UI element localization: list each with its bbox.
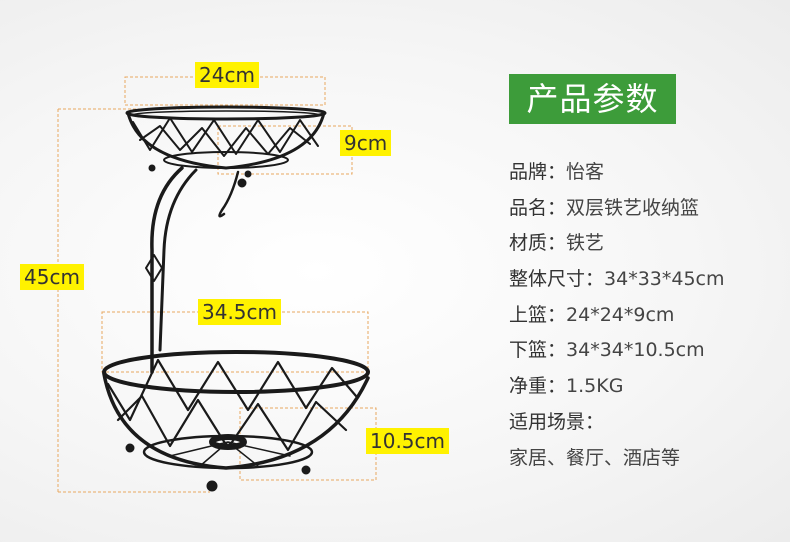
spec-label: 上篮： xyxy=(509,303,567,326)
spec-item: 上篮：24*24*9cm xyxy=(509,298,725,334)
top-width-label: 24cm xyxy=(195,62,259,88)
spec-item: 整体尺寸：34*33*45cm xyxy=(509,262,725,298)
lower-basket-base xyxy=(142,434,314,470)
spec-value: 铁艺 xyxy=(566,232,605,255)
upper-foot-right xyxy=(244,170,252,178)
spec-value: 24*24*9cm xyxy=(566,303,675,326)
spec-label: 净重： xyxy=(509,375,567,398)
lower-basket-zigzag-1 xyxy=(106,358,358,422)
upper-basket-body xyxy=(126,111,326,170)
upper-foot-left xyxy=(148,164,156,172)
spec-label: 品牌： xyxy=(509,161,567,183)
spec-label: 品名： xyxy=(509,196,567,219)
lower-basket-spokes xyxy=(169,441,291,467)
spec-item: 品名：双层铁艺收纳篮 xyxy=(509,191,725,227)
spec-label: 整体尺寸： xyxy=(509,268,605,291)
spec-item: 品牌：怡客 xyxy=(509,155,725,191)
lower-foot-center xyxy=(206,480,218,492)
hook xyxy=(218,170,240,218)
upper-basket-zigzag-2 xyxy=(139,125,311,157)
spec-value: 1.5KG xyxy=(566,375,624,398)
stand-bar-inner xyxy=(158,168,198,352)
spec-value: 34*34*10.5cm xyxy=(566,339,705,362)
top-height-label: 9cm xyxy=(340,130,392,156)
spec-value: 怡客 xyxy=(566,161,605,183)
spec-value: 双层铁艺收纳篮 xyxy=(566,196,700,219)
spec-item: 净重：1.5KG xyxy=(509,369,725,405)
spec-item: 下篮：34*34*10.5cm xyxy=(509,333,725,369)
spec-item: 材质：铁艺 xyxy=(509,226,725,262)
lower-foot-left xyxy=(125,443,135,453)
bottom-height-label: 10.5cm xyxy=(366,428,450,454)
hook-knob xyxy=(237,178,247,188)
spec-list: 品牌：怡客 品名：双层铁艺收纳篮 材质：铁艺 整体尺寸：34*33*45cm 上… xyxy=(509,155,725,476)
stand-bar-outer xyxy=(150,166,184,374)
lower-foot-right xyxy=(301,465,311,475)
upper-basket-rim-inner xyxy=(131,110,321,120)
lower-basket-zigzag-2 xyxy=(116,394,348,452)
spec-label: 下篮： xyxy=(509,339,567,362)
bottom-width-label: 34.5cm xyxy=(198,299,282,325)
spec-item: 适用场景： xyxy=(509,405,725,441)
spec-value: 34*33*45cm xyxy=(604,268,725,291)
spec-item: 家居、餐厅、酒店等 xyxy=(509,441,725,477)
section-title: 产品参数 xyxy=(509,74,676,124)
upper-basket-zigzag-1 xyxy=(132,117,319,155)
spec-label: 材质： xyxy=(509,232,567,255)
total-height-label: 45cm xyxy=(20,264,84,290)
spec-value: 家居、餐厅、酒店等 xyxy=(509,446,681,469)
basket-frame xyxy=(102,105,370,492)
spec-label: 适用场景： xyxy=(509,410,605,433)
stand-diamond xyxy=(145,254,163,282)
